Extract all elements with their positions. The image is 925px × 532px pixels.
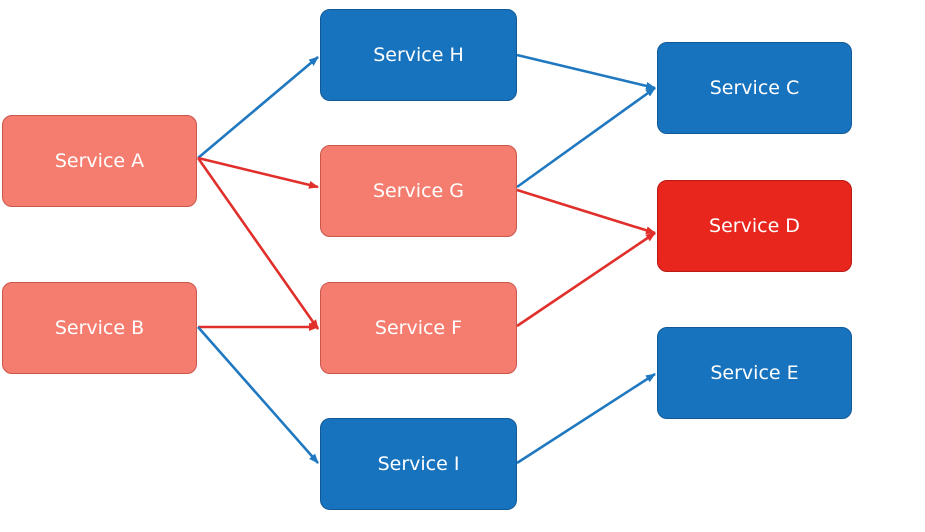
service-h-node[interactable]: Service H (320, 9, 517, 101)
edge-g-to-c (516, 86, 656, 189)
edge-a-to-g (197, 156, 319, 189)
service-c-node[interactable]: Service C (657, 42, 852, 134)
edge-i-to-e (516, 372, 656, 465)
service-i-node[interactable]: Service I (320, 418, 517, 510)
edge-g-to-d (516, 188, 656, 235)
edge-b-to-i (197, 326, 319, 464)
service-d-node[interactable]: Service D (657, 180, 852, 272)
service-e-node[interactable]: Service E (657, 327, 852, 419)
service-g-node[interactable]: Service G (320, 145, 517, 237)
edge-a-to-f (196, 157, 320, 330)
service-a-node[interactable]: Service A (2, 115, 197, 207)
edge-f-to-d (516, 231, 656, 328)
edge-h-to-c (516, 53, 656, 90)
edge-a-to-h (197, 56, 319, 159)
service-f-node[interactable]: Service F (320, 282, 517, 374)
service-b-node[interactable]: Service B (2, 282, 197, 374)
